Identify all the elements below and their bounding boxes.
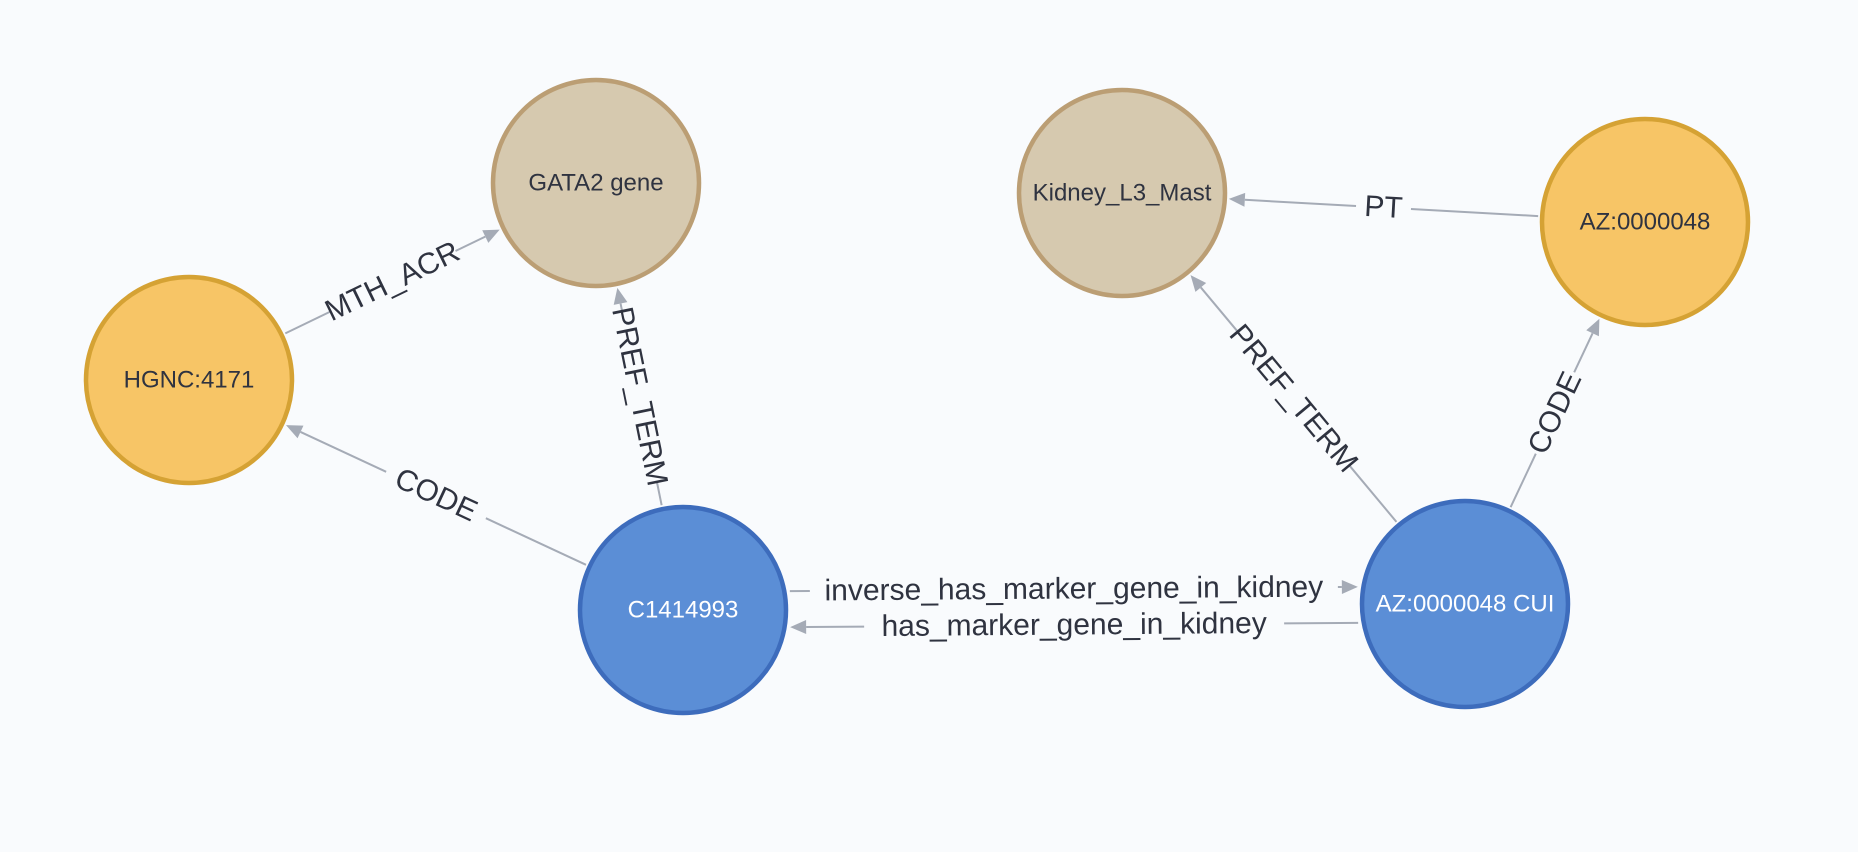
edge-line-segment [655,482,663,506]
node-circle[interactable] [1359,498,1571,710]
node-circle[interactable] [490,77,702,289]
edge-line-segment [455,235,486,252]
edge-code-right[interactable]: CODE [1509,318,1600,508]
edge-has-marker[interactable]: has_marker_gene_in_kidney [790,607,1359,643]
arrow-head-icon [286,425,304,439]
node-hgnc[interactable]: HGNC:4171 [83,274,295,486]
node-az-code[interactable]: AZ:0000048 [1539,116,1751,328]
edge-label: inverse_has_marker_gene_in_kidney [824,571,1323,608]
edge-line-segment [485,517,587,566]
arrow-head-icon [613,287,628,305]
edge-label: MTH_ACR [320,235,465,328]
edge-line-segment [284,311,330,335]
node-circle[interactable] [83,274,295,486]
arrow-head-icon [482,229,500,243]
arrow-head-icon [1190,275,1207,292]
arrow-head-icon [1586,318,1600,337]
edge-label: PREF_TERM [605,304,674,489]
edge-line-segment [1509,453,1537,508]
node-circle[interactable] [577,504,789,716]
edge-inverse[interactable]: inverse_has_marker_gene_in_kidney [789,571,1358,608]
edge-pref-term-left[interactable]: PREF_TERM [605,287,674,506]
arrow-head-icon [790,620,807,635]
edge-code-left[interactable]: CODE [286,425,587,566]
edge-line-segment [1200,286,1239,332]
edge-mth-acr[interactable]: MTH_ACR [284,229,500,335]
edge-label: has_marker_gene_in_kidney [881,607,1267,643]
node-gata2[interactable]: GATA2 gene [490,77,702,289]
node-circle[interactable] [1016,87,1228,299]
node-az-cui[interactable]: AZ:0000048 CUI [1359,498,1571,710]
node-kidney[interactable]: Kidney_L3_Mast [1016,87,1228,299]
edge-pt[interactable]: PT [1228,190,1539,225]
edge-line-segment [1244,198,1357,207]
edge-line-segment [619,303,624,311]
node-c1414993[interactable]: C1414993 [577,504,789,716]
edge-line-segment [1410,208,1539,218]
edge-line-segment [1284,621,1359,625]
edge-line-segment [1573,332,1594,373]
edge-pref-term-right[interactable]: PREF_TERM [1190,275,1398,523]
arrow-head-icon [1228,192,1246,207]
edge-line-segment [300,431,387,473]
arrow-head-icon [1341,579,1358,594]
edge-label: PT [1363,190,1403,225]
edge-label: CODE [1522,367,1589,459]
edge-line-segment [1348,465,1398,523]
edge-label: CODE [390,462,483,529]
edge-label: PREF_TERM [1223,318,1365,479]
node-circle[interactable] [1539,116,1751,328]
